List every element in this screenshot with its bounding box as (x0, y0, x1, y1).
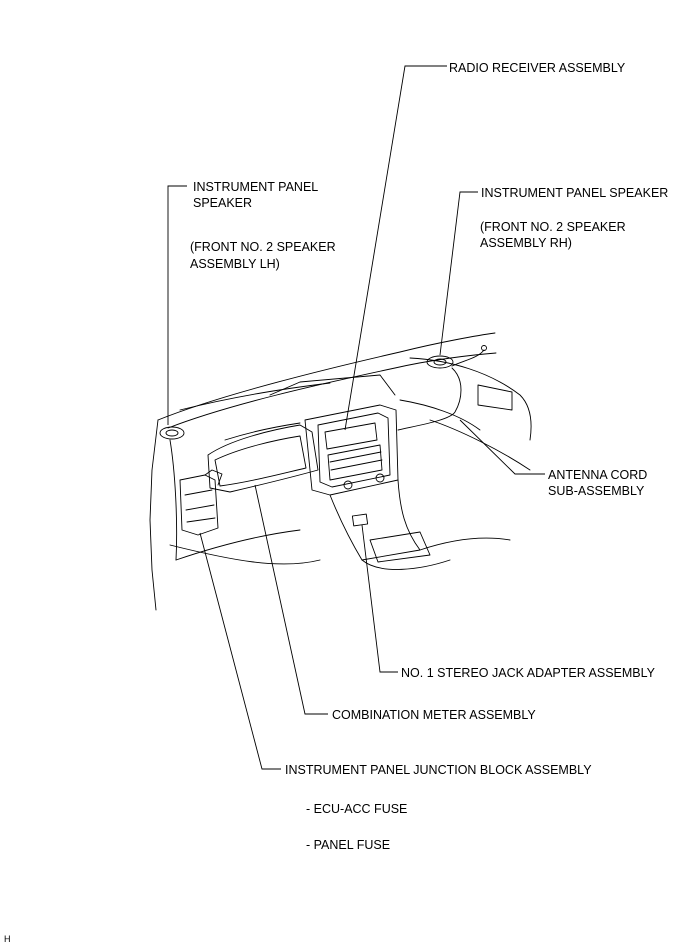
speaker-rh-part (426, 355, 454, 369)
dashboard-left-end (149, 419, 159, 611)
label-fuse-panel: - PANEL FUSE (306, 838, 391, 852)
radio-inner (317, 412, 391, 488)
label-speaker-lh-note-line1: (FRONT NO. 2 SPEAKER (190, 240, 336, 254)
dashboard-top-edge-lower (167, 352, 497, 429)
dashboard-lower-curve (169, 544, 321, 565)
stereo-jack-part (351, 513, 369, 527)
radio-display (324, 422, 378, 450)
antenna-cord-tail (451, 349, 485, 367)
dashboard-right-side (409, 357, 532, 441)
label-radio-receiver: RADIO RECEIVER ASSEMBLY (449, 61, 626, 75)
label-speaker-lh-line2: SPEAKER (193, 196, 253, 210)
label-antenna-line2: SUB-ASSEMBLY (548, 484, 645, 498)
leader-speaker-rh (439, 191, 478, 356)
combination-meter-top (224, 422, 301, 441)
console-lower (361, 559, 451, 570)
antenna-cord (397, 367, 462, 431)
label-speaker-lh-line1: INSTRUMENT PANEL (193, 180, 319, 194)
dashboard-lower-left (175, 529, 301, 561)
label-antenna-line1: ANTENNA CORD (548, 468, 648, 482)
leader-junction-block (199, 532, 281, 770)
combination-meter-housing (207, 424, 319, 493)
label-speaker-rh-note-line1: (FRONT NO. 2 SPEAKER (480, 220, 626, 234)
dashboard-right-vent (477, 384, 513, 411)
label-junction-block: INSTRUMENT PANEL JUNCTION BLOCK ASSEMBLY (285, 763, 592, 777)
center-console (329, 479, 421, 561)
label-speaker-rh-note-line2: ASSEMBLY RH) (480, 236, 572, 250)
leader-radio-receiver (344, 65, 447, 431)
leader-combination-meter (254, 484, 328, 715)
radio-buttons (327, 444, 383, 481)
label-stereo-jack: NO. 1 STEREO JACK ADAPTER ASSEMBLY (401, 666, 656, 680)
dashboard-top-edge (157, 332, 496, 421)
label-fuse-ecu-acc: - ECU-ACC FUSE (306, 802, 408, 816)
leader-speaker-lh (167, 185, 187, 425)
dashboard-left-inner (169, 439, 178, 561)
label-speaker-lh-note-line2: ASSEMBLY LH) (190, 257, 280, 271)
junction-block-bracket (204, 469, 223, 486)
windshield-edge (269, 374, 396, 396)
speaker-lh-part (159, 426, 185, 440)
label-combination-meter: COMBINATION METER ASSEMBLY (332, 708, 536, 722)
combination-meter-face (214, 435, 307, 487)
console-right (419, 537, 511, 551)
leader-stereo-jack (361, 524, 398, 673)
dashboard-right-lower (429, 419, 531, 471)
label-speaker-rh-line1: INSTRUMENT PANEL SPEAKER (481, 186, 669, 200)
figure-id: H (4, 934, 11, 944)
dash-pad-line (179, 382, 331, 411)
leader-antenna-cord (459, 419, 545, 475)
glovebox-edge (399, 399, 481, 431)
console-tray (369, 531, 431, 563)
